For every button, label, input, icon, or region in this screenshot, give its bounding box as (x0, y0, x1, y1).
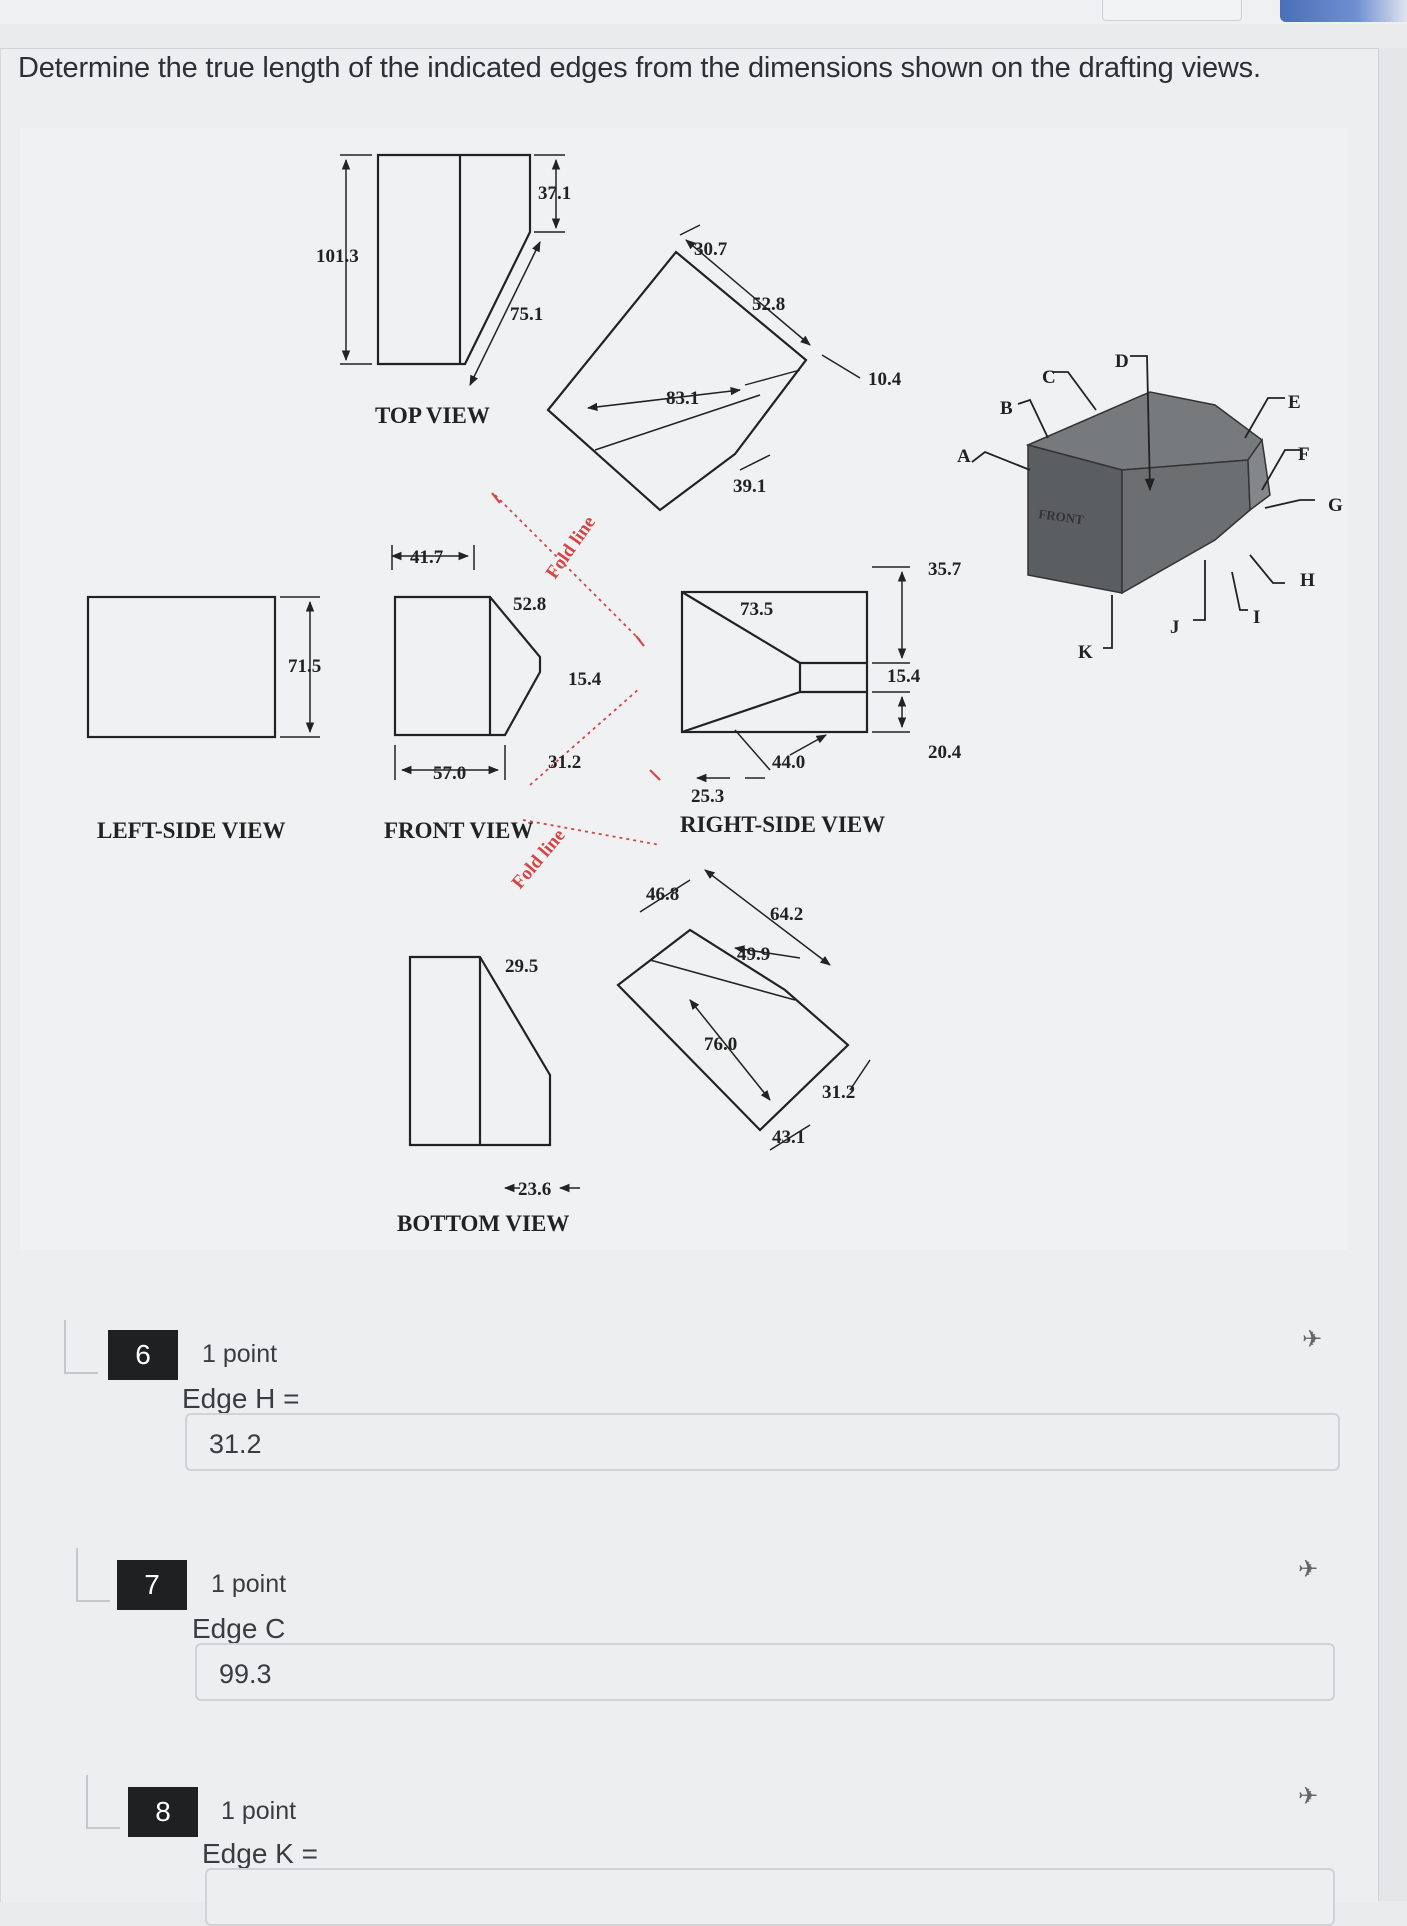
dim-35-7: 35.7 (928, 559, 962, 580)
dim-49-9: 49.9 (737, 944, 770, 965)
question-8-number: 8 (128, 1787, 198, 1837)
question-6-answer-input[interactable]: 31.2 (185, 1413, 1340, 1471)
top-view-label: TOP VIEW (375, 403, 490, 428)
question-8-label: Edge K = (202, 1838, 318, 1869)
dim-83-1: 83.1 (666, 388, 699, 409)
left-side-view-label: LEFT-SIDE VIEW (97, 818, 286, 843)
edge-label-d: D (1115, 351, 1129, 372)
dim-101-3: 101.3 (316, 246, 359, 267)
dim-52-8-aux: 52.8 (752, 294, 785, 315)
question-6-label: Edge H = (182, 1383, 300, 1414)
question-7-number: 7 (117, 1560, 187, 1610)
dim-41-7: 41.7 (410, 547, 444, 568)
dim-43-1: 43.1 (772, 1127, 805, 1148)
edge-label-j: J (1170, 617, 1180, 638)
dim-44-0: 44.0 (772, 752, 805, 773)
dim-20-4: 20.4 (928, 742, 962, 763)
dim-15-4-front: 15.4 (568, 669, 602, 690)
pin-icon[interactable]: ✈ (1298, 1783, 1319, 1810)
iso-front-label: FRONT (1038, 506, 1085, 527)
edge-label-g: G (1328, 495, 1343, 516)
dim-31-2-aux: 31.2 (822, 1082, 855, 1103)
edge-label-e: E (1288, 392, 1301, 413)
dim-23-6: 23.6 (518, 1179, 551, 1200)
question-8-points: 1 point (221, 1797, 297, 1825)
question-6-number: 6 (108, 1330, 178, 1380)
dim-71-5: 71.5 (288, 656, 321, 677)
front-view-label: FRONT VIEW (384, 818, 533, 843)
dim-31-2-front: 31.2 (548, 752, 581, 773)
dim-52-8-front: 52.8 (513, 594, 546, 615)
question-8-bracket (86, 1775, 120, 1829)
edge-label-b: B (1000, 398, 1013, 419)
drafting-figure: Fold line Fold line TOP VIEW LEFT-SIDE V… (20, 128, 1347, 1250)
question-prompt: Determine the true length of the indicat… (18, 52, 1261, 84)
dim-46-8: 46.8 (646, 884, 679, 905)
edge-label-i: I (1253, 607, 1260, 628)
right-side-view-label: RIGHT-SIDE VIEW (680, 812, 885, 837)
dim-64-2: 64.2 (770, 904, 803, 925)
scrollbar-track[interactable] (1378, 48, 1407, 1901)
edge-label-h: H (1300, 570, 1315, 591)
edge-label-k: K (1078, 642, 1093, 663)
question-7-bracket (76, 1548, 110, 1602)
drafting-views-diagram: Fold line Fold line TOP VIEW LEFT-SIDE V… (86, 153, 1343, 1236)
question-7-answer-input[interactable]: 99.3 (195, 1643, 1335, 1701)
top-right-banner (1280, 0, 1407, 22)
pin-icon[interactable]: ✈ (1298, 1556, 1319, 1583)
dim-37-1: 37.1 (538, 183, 571, 204)
pin-icon[interactable]: ✈ (1302, 1326, 1323, 1353)
dim-73-5: 73.5 (740, 599, 773, 620)
dim-30-7: 30.7 (694, 239, 728, 260)
dim-39-1: 39.1 (733, 476, 766, 497)
edge-label-c: C (1042, 367, 1056, 388)
dim-75-1: 75.1 (510, 304, 543, 325)
edge-label-a: A (957, 446, 971, 467)
isometric-pictorial: FRONT (1025, 391, 1271, 595)
dim-29-5: 29.5 (505, 956, 538, 977)
fold-line-label-1: Fold line (542, 512, 600, 582)
question-8-answer-input[interactable] (205, 1868, 1335, 1926)
dim-10-4: 10.4 (868, 369, 902, 390)
dim-25-3: 25.3 (691, 786, 724, 807)
dim-76-0: 76.0 (704, 1034, 737, 1055)
question-7-points: 1 point (211, 1570, 287, 1598)
bottom-view-label: BOTTOM VIEW (397, 1211, 569, 1236)
question-7-label: Edge C (192, 1613, 286, 1644)
question-6-bracket (64, 1320, 98, 1374)
edge-label-f: F (1298, 444, 1310, 465)
dim-15-4-right: 15.4 (887, 666, 921, 687)
previous-answer-field[interactable] (1102, 0, 1242, 21)
dim-57-0: 57.0 (433, 763, 466, 784)
question-6-points: 1 point (202, 1340, 278, 1368)
